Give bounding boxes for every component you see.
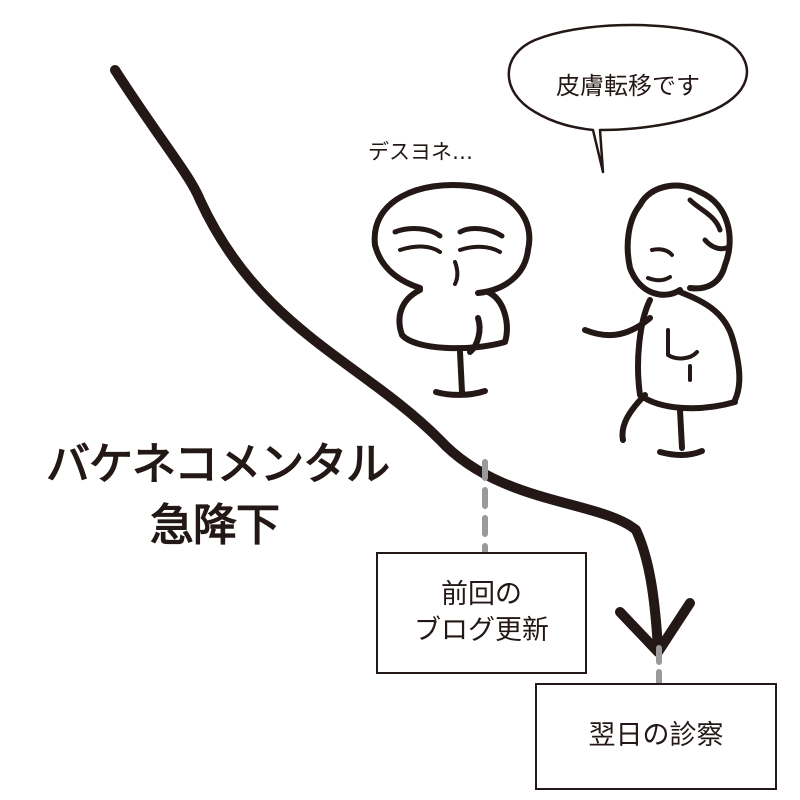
cat-character-icon <box>371 182 533 398</box>
next-day-exam-box: 翌日の診察 <box>535 683 777 790</box>
headline-line1: バケネコメンタル <box>46 439 390 490</box>
speech-bubble-shape <box>507 23 749 174</box>
next-day-exam-label: 翌日の診察 <box>588 720 724 752</box>
previous-update-box: 前回の ブログ更新 <box>376 552 587 674</box>
doctor-character-icon <box>582 182 743 458</box>
trend-arrow-icon <box>110 65 663 653</box>
speech-bubble-text: 皮膚転移です <box>556 72 700 100</box>
cat-mutter-text: デスヨネ… <box>368 140 473 164</box>
previous-update-line1: 前回の <box>441 578 522 610</box>
headline-line2: 急降下 <box>150 500 280 551</box>
previous-update-line2: ブログ更新 <box>414 615 549 646</box>
